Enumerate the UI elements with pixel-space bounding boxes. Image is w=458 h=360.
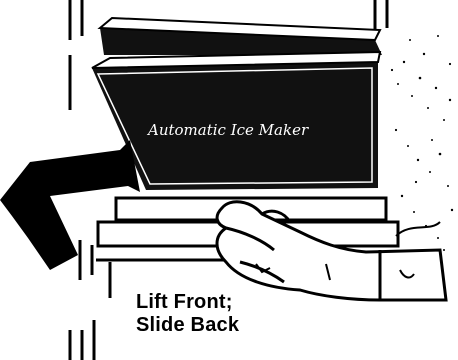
arrow	[0, 140, 140, 270]
stipple-shading	[390, 35, 454, 251]
freezer-frame	[68, 0, 389, 360]
upper-shelf	[97, 16, 382, 55]
panel-label: Automatic Ice Maker	[146, 121, 309, 139]
instruction-caption: Lift Front; Slide Back	[136, 291, 239, 337]
ice-maker-panel: Automatic Ice Maker	[91, 50, 382, 190]
instruction-line-2: Slide Back	[136, 314, 240, 336]
instruction-line-1: Lift Front;	[136, 291, 233, 313]
hand-illustration	[215, 200, 448, 302]
